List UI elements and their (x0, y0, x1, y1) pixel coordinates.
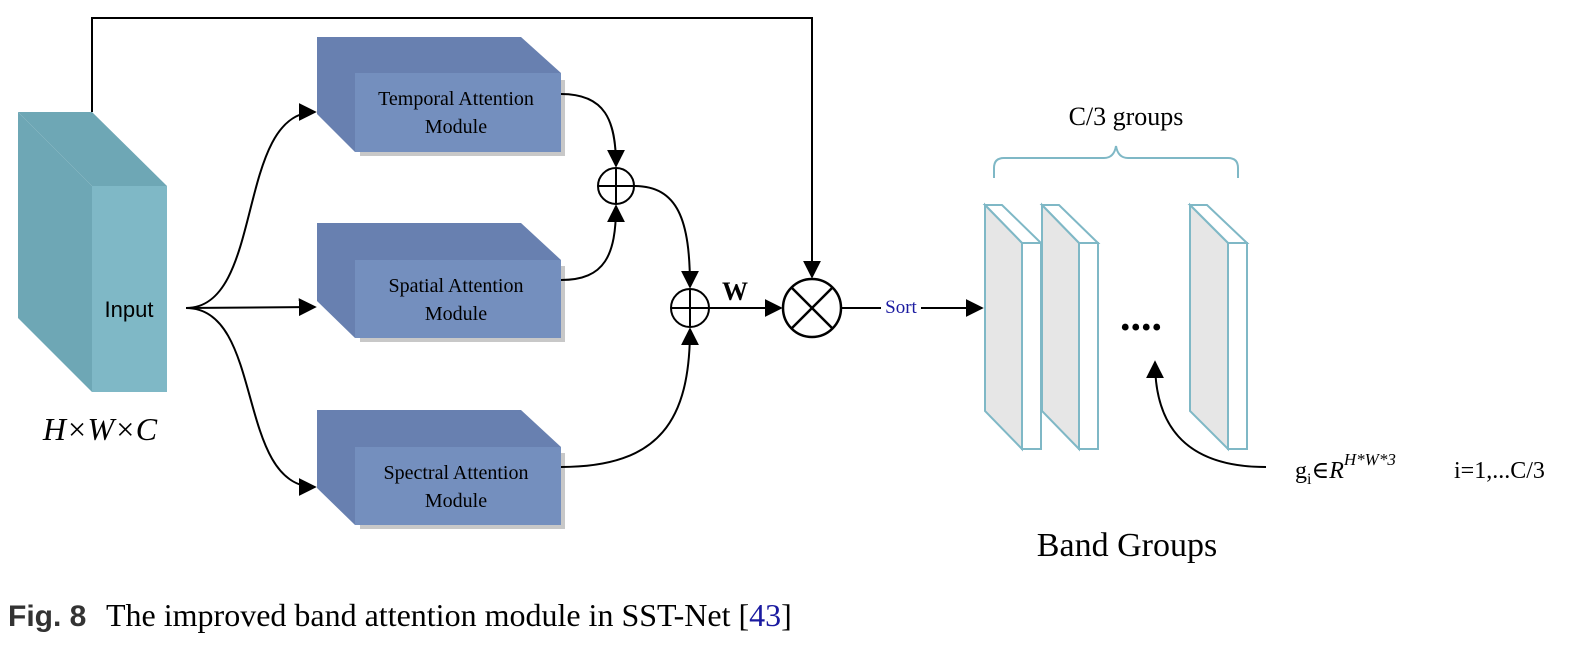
formula-g: g (1295, 458, 1307, 484)
ellipsis: .... (1120, 294, 1162, 340)
module-label-line2: Module (425, 116, 487, 138)
spectral-to-sum-arrow (560, 327, 699, 468)
temporal-to-sum-arrow (560, 93, 625, 168)
sum-to-sum-arrow (633, 185, 699, 289)
module-label-line2: Module (425, 303, 487, 325)
caption-body: The improved band attention module in SS… (106, 597, 749, 633)
groups-brace (993, 145, 1239, 178)
input-block: Input (18, 112, 167, 392)
arrow-to-spectral (185, 307, 317, 496)
module-label-line1: Temporal Attention (378, 88, 534, 110)
band-slab-front (1078, 242, 1099, 450)
band-slab-side (1189, 202, 1229, 452)
input-label: Input (105, 297, 154, 322)
spatial-attention-module: Spatial Attention Module (317, 223, 565, 342)
spectral-attention-module: Spectral Attention Module (317, 410, 565, 529)
caption-prefix: Fig. 8 (8, 600, 86, 633)
band-slab-front (1227, 242, 1248, 450)
formula-subscript: i (1307, 471, 1312, 488)
band-groups-label: Band Groups (1037, 527, 1217, 564)
band-slab-side (1041, 202, 1080, 452)
module-label-line1: Spatial Attention (389, 275, 524, 297)
spatial-to-sum-arrow (560, 204, 625, 281)
module-front-face (355, 73, 561, 152)
formula-in: ∈ (1311, 458, 1329, 484)
skip-connection-arrow (91, 17, 821, 279)
module-output-arrows (560, 93, 699, 468)
group-range: i=1,...C/3 (1454, 458, 1545, 484)
formula-superscript: H*W*3 (1343, 450, 1396, 469)
band-slab-1 (982, 202, 1044, 452)
module-label-line1: Spectral Attention (384, 462, 529, 484)
arrow-to-temporal (185, 103, 317, 309)
formula-arrow (1146, 360, 1267, 468)
multiply-cross-b (790, 286, 834, 330)
module-front-face (355, 447, 561, 525)
sum-node-upper (597, 167, 635, 205)
input-dims-label: H×W×C (42, 411, 158, 447)
band-slab-front (1021, 242, 1042, 450)
band-slab-side (984, 202, 1023, 452)
sort-label: Sort (885, 297, 917, 318)
temporal-attention-module: Temporal Attention Module (317, 37, 565, 156)
arrow-to-spatial (185, 298, 317, 317)
input-top-face (18, 112, 167, 186)
sum-node-lower (670, 288, 710, 328)
band-slab-2 (1039, 202, 1101, 452)
groups-label: C/3 groups (1069, 102, 1184, 131)
input-branch-arrows (185, 103, 317, 496)
input-side-face (18, 112, 92, 392)
multiply-node (781, 277, 843, 339)
formula-R: R (1328, 458, 1344, 484)
caption-ref[interactable]: 43 (749, 597, 781, 633)
caption-suffix: ] (781, 597, 792, 633)
group-formula: gi∈RH*W*3 (1295, 450, 1396, 488)
caption-text: The improved band attention module in SS… (106, 597, 792, 633)
module-label-line2: Module (425, 490, 487, 512)
band-slab-3 (1187, 202, 1250, 452)
weight-label: W (722, 277, 748, 306)
input-front-face (92, 186, 167, 392)
module-front-face (355, 260, 561, 338)
